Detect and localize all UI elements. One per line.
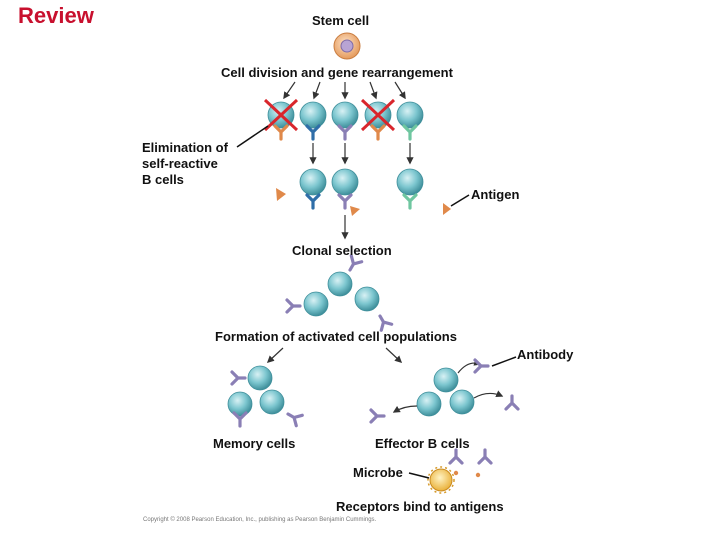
antigen-label: Antigen — [471, 187, 520, 202]
antigen-icon — [276, 188, 286, 201]
page-title: Review — [18, 3, 94, 28]
elimination-pointer — [236, 125, 269, 148]
self-reactive-b-cell — [360, 98, 396, 141]
microbe-icon — [427, 466, 455, 494]
b-cell — [331, 168, 359, 210]
effector-cells-label: Effector B cells — [375, 436, 470, 451]
antigen-icon — [443, 203, 451, 215]
antibody-label: Antibody — [517, 347, 574, 362]
b-cell — [327, 254, 364, 297]
b-cell — [396, 101, 424, 141]
division-arrows — [283, 81, 406, 100]
memory-cells-label: Memory cells — [213, 436, 296, 451]
formation-label: Formation of activated cell populations — [215, 329, 457, 344]
effector-b-cell — [449, 389, 475, 415]
formation-arrows — [266, 347, 403, 363]
clonal-selection-cluster — [285, 254, 394, 332]
elimination-label: Elimination of self-reactive B cells — [142, 140, 228, 187]
clonal-selection-label: Clonal selection — [292, 243, 392, 258]
self-reactive-b-cell — [263, 98, 299, 141]
antibody-icon — [473, 358, 490, 374]
survival-arrows — [309, 143, 414, 165]
memory-cells — [227, 365, 304, 428]
b-cell-row-1 — [263, 98, 424, 141]
b-cell — [331, 101, 359, 141]
effector-b-cell — [416, 391, 442, 417]
microbe-label: Microbe — [353, 465, 403, 480]
antibody-icon — [504, 394, 520, 411]
memory-b-cell — [227, 391, 253, 428]
receptors-bind-label: Receptors bind to antigens — [336, 499, 504, 514]
antibody-pointer — [491, 356, 517, 367]
b-cell — [396, 168, 424, 210]
antigen-pointer — [450, 194, 470, 207]
microbe-pointer — [408, 472, 430, 479]
antigen-icons — [276, 188, 451, 216]
memory-b-cell — [259, 389, 304, 428]
antibody-icon — [369, 408, 386, 424]
antibody-icon — [477, 448, 493, 465]
copyright-notice: Copyright © 2008 Pearson Education, Inc.… — [143, 517, 377, 523]
b-cell — [354, 286, 394, 332]
b-cell — [299, 168, 327, 210]
cell-division-label: Cell division and gene rearrangement — [221, 65, 453, 80]
b-cell — [285, 291, 329, 317]
bound-antigens — [453, 470, 481, 478]
effector-cells — [416, 367, 475, 417]
b-cell — [299, 101, 327, 141]
antigen-icon — [350, 206, 360, 216]
stem-cell — [333, 32, 361, 60]
stem-cell-label: Stem cell — [312, 13, 370, 28]
effector-b-cell — [433, 367, 459, 393]
memory-b-cell — [230, 365, 273, 391]
b-cell-row-2 — [299, 168, 424, 210]
